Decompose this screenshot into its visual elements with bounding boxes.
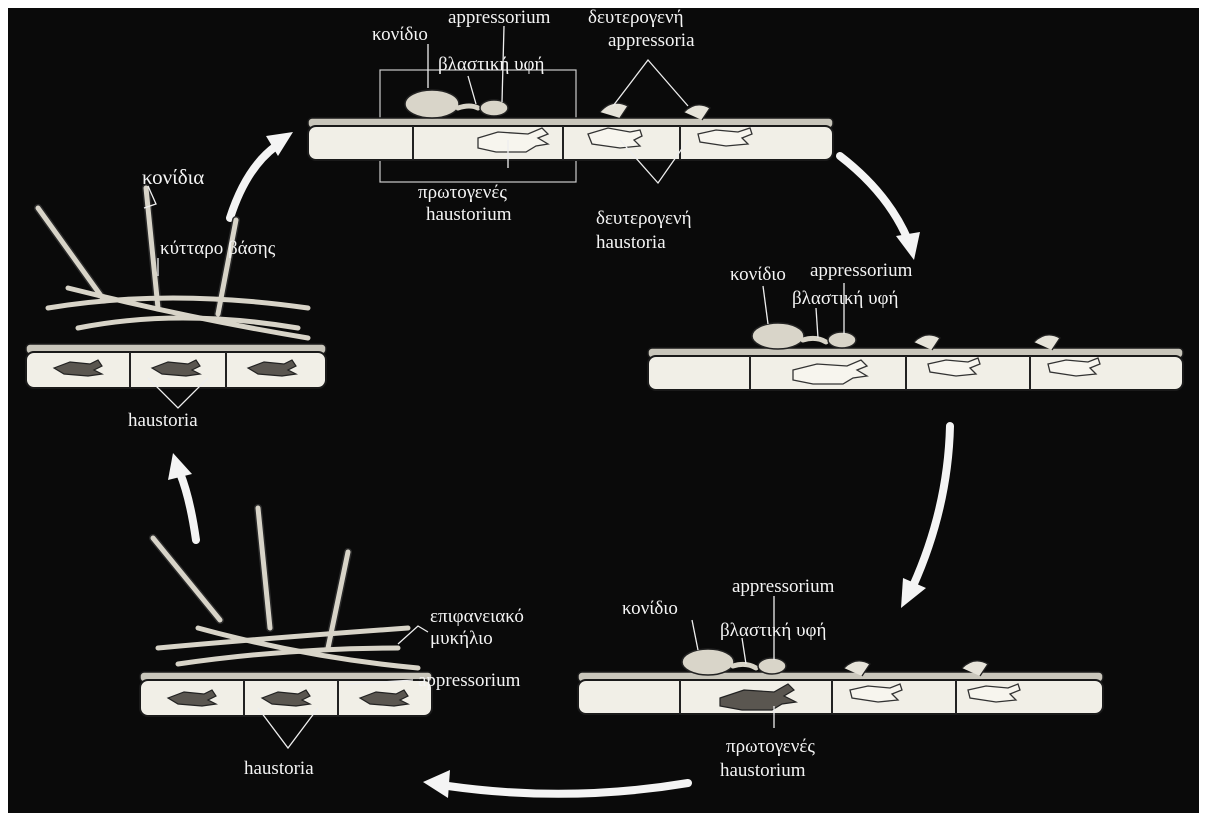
arrow-head-2 bbox=[896, 232, 920, 260]
lead-germtube-3 bbox=[742, 638, 746, 664]
stage-4-leaf-cells bbox=[140, 508, 432, 748]
conidium-1 bbox=[405, 90, 459, 118]
germ-tube-3 bbox=[733, 664, 756, 668]
arrow-head-4 bbox=[423, 770, 450, 798]
life-cycle-diagram: κονίδιο appressorium δευτερογενή appress… bbox=[8, 8, 1199, 813]
s3-conidio-label: κονίδιο bbox=[622, 598, 678, 619]
stage-5-mycelium bbox=[48, 288, 308, 338]
germ-tube-2 bbox=[803, 338, 826, 342]
s1-prim-haustorium-label-2: haustorium bbox=[426, 204, 512, 225]
secondary-haustorium-1a bbox=[588, 128, 642, 148]
s1-appressorium-label: appressorium bbox=[448, 8, 551, 28]
mycelium-4a bbox=[158, 628, 408, 648]
diagram-panel: κονίδιο appressorium δευτερογενή appress… bbox=[8, 8, 1199, 813]
s3-germ-tube-label: βλαστική υφή bbox=[720, 620, 826, 641]
s4-surface-mycelium-label-2: μυκήλιο bbox=[430, 628, 493, 649]
arrow-stage4-to-stage5 bbox=[180, 473, 196, 540]
s4-haustoria-label: haustoria bbox=[244, 758, 314, 779]
s1-sec-appressoria-label-2: appressoria bbox=[608, 30, 695, 51]
s1-sec-appressoria-label-1: δευτερογενή bbox=[588, 8, 684, 28]
s4-appressorium-label: appressorium bbox=[418, 670, 521, 691]
s4-surface-mycelium-label-1: επιφανειακό bbox=[430, 606, 524, 627]
appressorium-2 bbox=[828, 332, 856, 348]
lead-germtube-2 bbox=[816, 308, 818, 338]
conidium-2 bbox=[752, 323, 804, 349]
stage-2-leaf-cells bbox=[648, 283, 1183, 390]
lead-sec-appressoria bbox=[613, 60, 688, 106]
conidiophore-4b bbox=[258, 508, 270, 628]
stage-2-epidermis bbox=[648, 356, 1183, 390]
s1-conidio-label: κονίδιο bbox=[372, 24, 428, 45]
s1-prim-haustorium-label-1: πρωτογενές bbox=[418, 182, 507, 203]
appressorium-3 bbox=[758, 658, 786, 674]
stage-5-leaf-cells bbox=[26, 186, 326, 408]
stage-1-epidermis bbox=[308, 126, 833, 160]
conidiophore-4a bbox=[153, 538, 220, 620]
arrow-stage1-to-stage2 bbox=[840, 156, 908, 240]
lead-germtube-1 bbox=[468, 76, 476, 104]
stage-4-mycelium bbox=[158, 628, 418, 668]
s2-appressorium-label: appressorium bbox=[810, 260, 913, 281]
s5-haustoria-label: haustoria bbox=[128, 410, 198, 431]
s2-germ-tube-label: βλαστική υφή bbox=[792, 288, 898, 309]
germ-tube-1 bbox=[458, 106, 478, 108]
s1-sec-haustoria-label-1: δευτερογενή bbox=[596, 208, 692, 229]
stage-1-leaf-cells bbox=[308, 26, 833, 183]
arrow-stage2-to-stage3 bbox=[913, 426, 950, 586]
appressorium-1 bbox=[480, 100, 508, 116]
lead-conidio-2 bbox=[763, 286, 768, 324]
stage-4-conidiophores bbox=[153, 508, 348, 648]
stage-3-epidermis bbox=[578, 680, 1103, 714]
s5-foot-cell-label: κύτταρο βάσης bbox=[160, 238, 276, 259]
mycelium-5b bbox=[78, 318, 298, 328]
s2-conidio-label: κονίδιο bbox=[730, 264, 786, 285]
arrow-stage5-to-stage1 bbox=[230, 146, 276, 218]
s3-prim-haustorium-label-1: πρωτογενές bbox=[726, 736, 815, 757]
s5-conidia-label: κονίδια bbox=[142, 165, 204, 189]
arrow-stage3-to-stage4 bbox=[448, 783, 688, 794]
mycelium-5a bbox=[48, 298, 308, 308]
s3-prim-haustorium-label-2: haustorium bbox=[720, 760, 806, 781]
mycelium-5c bbox=[68, 288, 308, 338]
conidium-3 bbox=[682, 649, 734, 675]
s1-germ-tube-label: βλαστική υφή bbox=[438, 54, 544, 75]
arrow-head-5 bbox=[168, 453, 192, 480]
s3-appressorium-label: appressorium bbox=[732, 576, 835, 597]
s1-sec-haustoria-label-2: haustoria bbox=[596, 232, 666, 253]
lead-conidio-3 bbox=[692, 620, 698, 650]
